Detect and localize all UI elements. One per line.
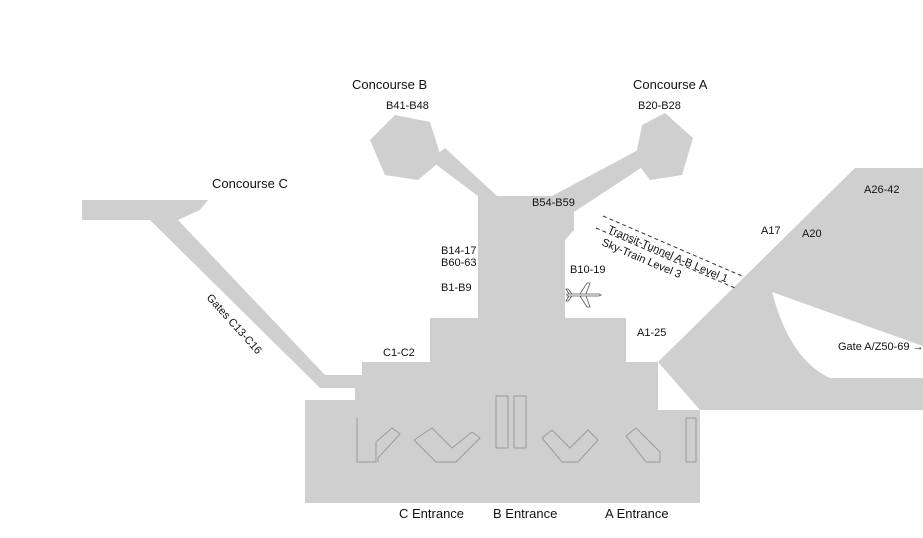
gate-label-a26-42: A26-42 — [864, 184, 899, 196]
b-entrance-outline-2 — [513, 395, 527, 449]
transit-line-top — [602, 215, 743, 277]
c-entrance-outline-1 — [356, 418, 401, 463]
a-entrance-outline-1 — [541, 429, 599, 463]
gate-label-a1-25: A1-25 — [637, 327, 666, 339]
a-entrance-outline-3 — [685, 417, 697, 463]
concourse-b-head — [370, 115, 442, 180]
terminal-building — [305, 196, 700, 503]
gate-label-b60-63: B60-63 — [441, 257, 476, 269]
gate-label-b54-b59: B54-B59 — [532, 197, 575, 209]
concourse-b-title: Concourse B — [352, 77, 427, 92]
gate-label-b14-17: B14-17 — [441, 245, 476, 257]
airplane-icon — [565, 282, 602, 308]
transit-line-bottom — [595, 227, 736, 289]
concourse-b-arm — [430, 148, 497, 196]
c-entrance-label: C Entrance — [399, 506, 464, 521]
gate-label-b10-19: B10-19 — [570, 264, 605, 276]
concourse-a-arm — [552, 150, 650, 212]
a-entrance-label: A Entrance — [605, 506, 669, 521]
gate-label-a17: A17 — [761, 225, 781, 237]
gate-label-a20: A20 — [802, 228, 822, 240]
concourse-b-gates: B41-B48 — [386, 100, 429, 112]
concourse-a-gates: B20-B28 — [638, 100, 681, 112]
gate-label-a-z50-69: Gate A/Z50-69 → — [838, 341, 923, 353]
a-entrance-outline-2 — [625, 427, 661, 463]
courtyard-cutout — [772, 292, 923, 378]
c-entrance-outline-2 — [413, 427, 481, 463]
gate-label-c1-c2: C1-C2 — [383, 347, 415, 359]
concourse-a-title: Concourse A — [633, 77, 708, 92]
concourse-c-title: Concourse C — [212, 176, 288, 191]
b-entrance-label: B Entrance — [493, 506, 557, 521]
concourse-a-head — [635, 113, 693, 180]
b-entrance-outline-1 — [495, 395, 509, 449]
gate-label-b1-b9: B1-B9 — [441, 282, 472, 294]
concourse-c-pier — [82, 200, 362, 388]
